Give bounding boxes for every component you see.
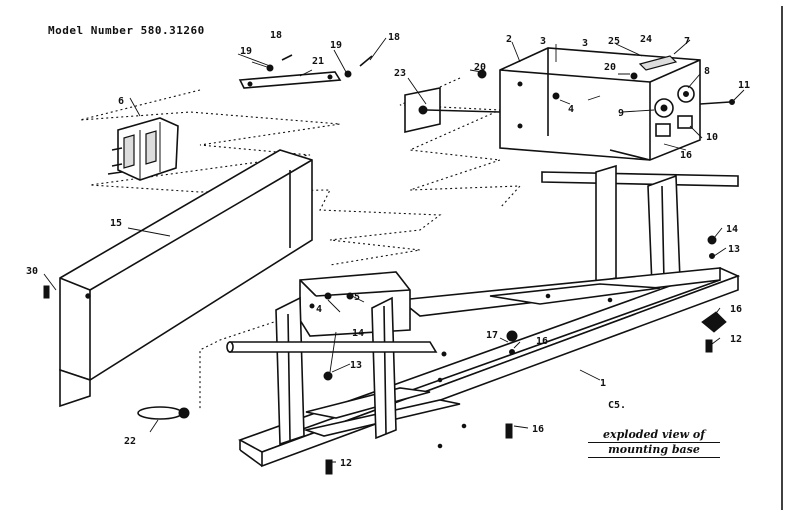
label-part-4: 4 <box>568 104 574 115</box>
label-part-16: 16 <box>730 304 742 315</box>
label-part-13: 13 <box>728 244 740 255</box>
leader-lines <box>43 37 745 463</box>
switch-box <box>477 47 735 161</box>
label-part-16d: 16 <box>532 424 544 435</box>
label-part-22: 22 <box>124 436 136 447</box>
label-part-3: 3 <box>540 36 546 47</box>
mounting-plate <box>404 87 501 134</box>
label-part-7: 7 <box>684 36 690 47</box>
label-part-6: 6 <box>118 96 124 107</box>
label-part-23: 23 <box>394 68 406 79</box>
label-part-12b: 12 <box>340 458 352 469</box>
terminal-block <box>107 117 179 181</box>
label-part-14: 14 <box>726 224 738 235</box>
label-part-30: 30 <box>26 266 38 277</box>
label-part-10b: 16 <box>680 150 692 161</box>
nut <box>137 406 190 420</box>
label-part-21: 21 <box>312 56 324 67</box>
label-part-17: 17 <box>486 330 498 341</box>
part-labels: 6 19 18 21 19 18 23 20 2 3 3 4 25 24 7 2… <box>26 30 750 469</box>
label-part-15: 15 <box>110 218 122 229</box>
label-part-20b: 20 <box>604 62 616 73</box>
label-part-5: 5 <box>354 292 360 303</box>
label-part-3b: 3 <box>582 38 588 49</box>
diagram-caption: exploded view of mounting base <box>588 428 720 458</box>
figure-code: C5. <box>608 400 626 411</box>
label-part-24: 24 <box>640 34 652 45</box>
label-part-8: 8 <box>704 66 710 77</box>
label-part-18: 18 <box>270 30 282 41</box>
upper-axle <box>541 164 739 287</box>
caption-line-2: mounting base <box>588 443 720 458</box>
caption-line-1: exploded view of <box>588 428 720 443</box>
strap <box>238 54 373 89</box>
label-part-11: 11 <box>738 80 750 91</box>
label-part-14b: 14 <box>352 328 364 339</box>
label-part-19: 19 <box>240 46 252 57</box>
label-part-16c: 16 <box>536 336 548 347</box>
model-number: Model Number 580.31260 <box>48 24 205 37</box>
label-part-13b: 13 <box>350 360 362 371</box>
label-part-25: 25 <box>608 36 620 47</box>
front-posts <box>226 296 518 446</box>
label-part-4b: 4 <box>316 304 322 315</box>
dashed-guide-lines <box>79 77 522 410</box>
label-part-18b: 18 <box>388 32 400 43</box>
label-part-2: 2 <box>506 34 512 45</box>
label-part-12: 12 <box>730 334 742 345</box>
label-part-10: 10 <box>706 132 718 143</box>
side-panel <box>59 149 313 408</box>
label-part-1: 1 <box>600 378 606 389</box>
fasteners <box>43 235 727 475</box>
label-part-20: 20 <box>474 62 486 73</box>
label-part-19b: 19 <box>330 40 342 51</box>
label-part-9: 9 <box>618 108 624 119</box>
